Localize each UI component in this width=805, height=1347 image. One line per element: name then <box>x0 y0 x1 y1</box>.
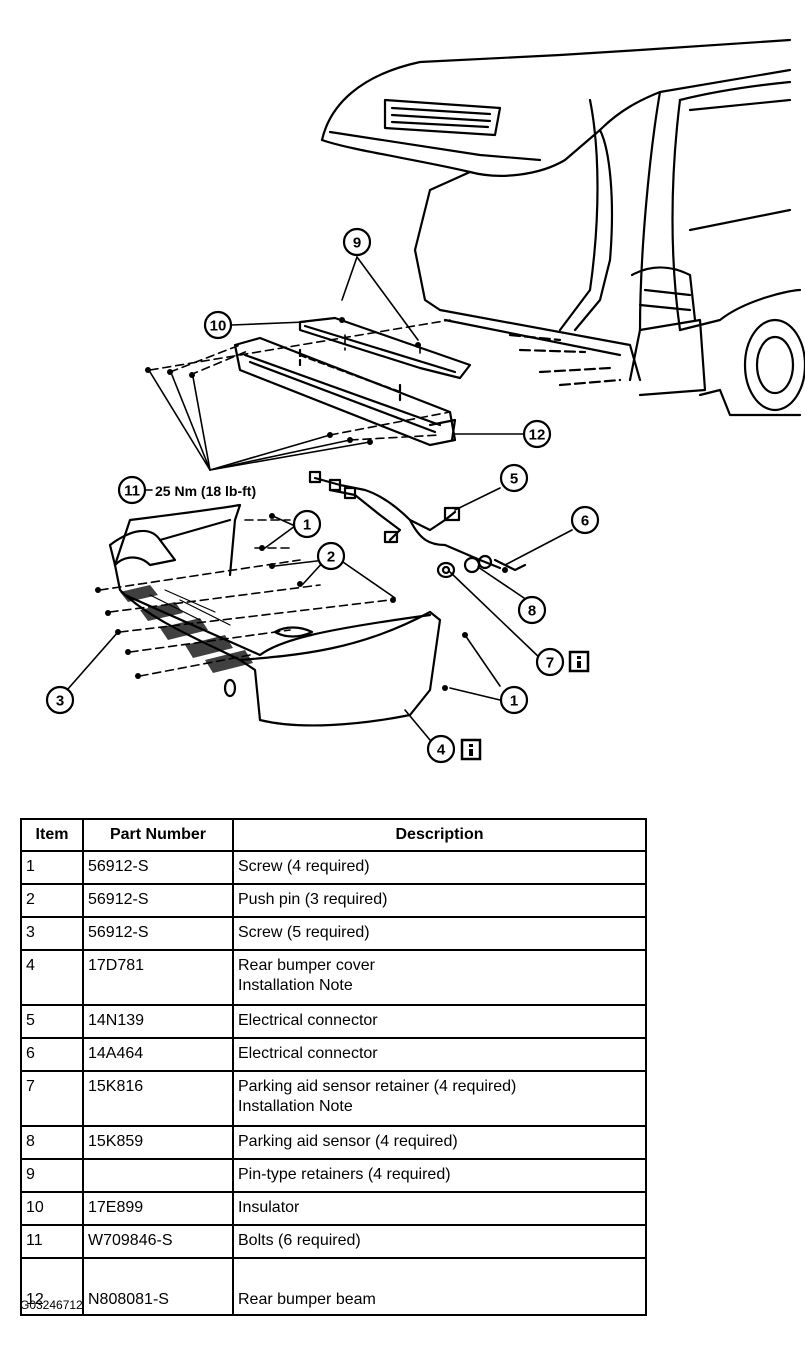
description-line: Parking aid sensor (4 required) <box>238 1133 458 1150</box>
description-line: Bolts (6 required) <box>238 1232 361 1249</box>
description-line: Screw (4 required) <box>238 858 370 875</box>
table-row: 1 56912-S Screw (4 required) <box>20 850 647 885</box>
fastener-markers <box>95 317 508 691</box>
column-header-description: Description <box>232 818 647 852</box>
figure-id-label: G03246712 <box>20 1298 83 1312</box>
callout-2: 2 <box>327 549 335 566</box>
description-line: Rear bumper cover <box>238 957 375 974</box>
description-cell: Pin-type retainers (4 required) <box>232 1158 647 1193</box>
exploded-parts-diagram: 9 10 12 5 6 1 2 11 3 8 7 1 4 25 Nm (18 l… <box>45 38 805 764</box>
table-row: 2 56912-S Push pin (3 required) <box>20 883 647 918</box>
description-cell: Bolts (6 required) <box>232 1224 647 1259</box>
assembly-leader-lines <box>99 319 451 677</box>
callout-11: 11 <box>124 483 140 500</box>
description-cell: Parking aid sensor (4 required) <box>232 1125 647 1160</box>
insulator-part <box>298 316 472 380</box>
callout-circles <box>45 227 600 764</box>
parking-sensor-parts <box>436 554 493 579</box>
description-line: Electrical connector <box>238 1045 378 1062</box>
callout-8: 8 <box>528 603 536 620</box>
item-cell: 3 <box>20 916 84 951</box>
item-cell: 4 <box>20 949 84 1006</box>
table-row: 11 W709846-S Bolts (6 required) <box>20 1224 647 1259</box>
installation-note-link[interactable]: Installation Note <box>238 977 353 994</box>
installation-note-link[interactable]: Installation Note <box>238 1098 353 1115</box>
item-cell: 1 <box>20 850 84 885</box>
description-line: Screw (5 required) <box>238 924 370 941</box>
part-number-cell: 56912-S <box>82 916 234 951</box>
bolt-callout-leaders <box>149 371 371 471</box>
description-cell: Parking aid sensor retainer (4 required)… <box>232 1070 647 1127</box>
item-cell: 5 <box>20 1004 84 1039</box>
description-cell: Rear bumper beam <box>232 1257 647 1316</box>
callout-1-lower: 1 <box>510 693 518 710</box>
description-line: Rear bumper beam <box>238 1291 376 1308</box>
item-cell: 9 <box>20 1158 84 1193</box>
table-row: 6 14A464 Electrical connector <box>20 1037 647 1072</box>
rear-bumper-beam-part <box>233 336 457 447</box>
parts-table: Item Part Number Description 1 56912-S S… <box>20 818 647 1316</box>
column-header-part-number: Part Number <box>82 818 234 852</box>
item-cell: 7 <box>20 1070 84 1127</box>
callout-5: 5 <box>510 471 518 488</box>
item-cell: 12 <box>20 1257 84 1316</box>
description-cell: Push pin (3 required) <box>232 883 647 918</box>
item-cell: 11 <box>20 1224 84 1259</box>
vehicle-rear-drawing <box>320 38 805 417</box>
description-cell: Electrical connector <box>232 1037 647 1072</box>
callout-6: 6 <box>581 513 589 530</box>
item-cell: 10 <box>20 1191 84 1226</box>
description-line: Electrical connector <box>238 1012 378 1029</box>
table-header-row: Item Part Number Description <box>20 818 647 852</box>
part-number-cell: 17E899 <box>82 1191 234 1226</box>
description-line: Parking aid sensor retainer (4 required) <box>238 1078 517 1095</box>
part-number-cell: 56912-S <box>82 883 234 918</box>
callout-12: 12 <box>529 427 546 444</box>
torque-spec-label: 25 Nm (18 lb-ft) <box>155 483 256 499</box>
description-cell: Electrical connector <box>232 1004 647 1039</box>
part-number-cell <box>82 1158 234 1193</box>
table-row: 9 Pin-type retainers (4 required) <box>20 1158 647 1193</box>
table-row: 5 14N139 Electrical connector <box>20 1004 647 1039</box>
item-cell: 6 <box>20 1037 84 1072</box>
item-cell: 2 <box>20 883 84 918</box>
callout-1-upper: 1 <box>303 517 311 534</box>
callout-7: 7 <box>546 655 554 672</box>
table-row: 7 15K816 Parking aid sensor retainer (4 … <box>20 1070 647 1127</box>
part-number-cell: 14A464 <box>82 1037 234 1072</box>
callout-3: 3 <box>56 693 64 710</box>
table-row: 8 15K859 Parking aid sensor (4 required) <box>20 1125 647 1160</box>
part-number-cell: W709846-S <box>82 1224 234 1259</box>
item-cell: 8 <box>20 1125 84 1160</box>
part-number-cell: 15K816 <box>82 1070 234 1127</box>
description-line: Push pin (3 required) <box>238 891 388 908</box>
callout-9: 9 <box>353 235 361 252</box>
description-cell: Insulator <box>232 1191 647 1226</box>
part-number-cell: 14N139 <box>82 1004 234 1039</box>
description-cell: Screw (5 required) <box>232 916 647 951</box>
table-row: 10 17E899 Insulator <box>20 1191 647 1226</box>
part-number-cell: N808081-S <box>82 1257 234 1316</box>
part-number-cell: 56912-S <box>82 850 234 885</box>
description-line: Pin-type retainers (4 required) <box>238 1166 451 1183</box>
table-row: 3 56912-S Screw (5 required) <box>20 916 647 951</box>
callout-10: 10 <box>210 318 227 335</box>
info-box-icon <box>568 650 590 673</box>
part-number-cell: 15K859 <box>82 1125 234 1160</box>
table-row: 12 N808081-S Rear bumper beam <box>20 1257 647 1316</box>
description-cell: Screw (4 required) <box>232 850 647 885</box>
part-number-cell: 17D781 <box>82 949 234 1006</box>
description-line: Insulator <box>238 1199 300 1216</box>
column-header-item: Item <box>20 818 84 852</box>
callout-4: 4 <box>437 742 446 759</box>
info-box-icon <box>460 738 482 761</box>
sensor-grille-patches <box>120 585 253 673</box>
wiring-harness-part <box>308 470 527 572</box>
